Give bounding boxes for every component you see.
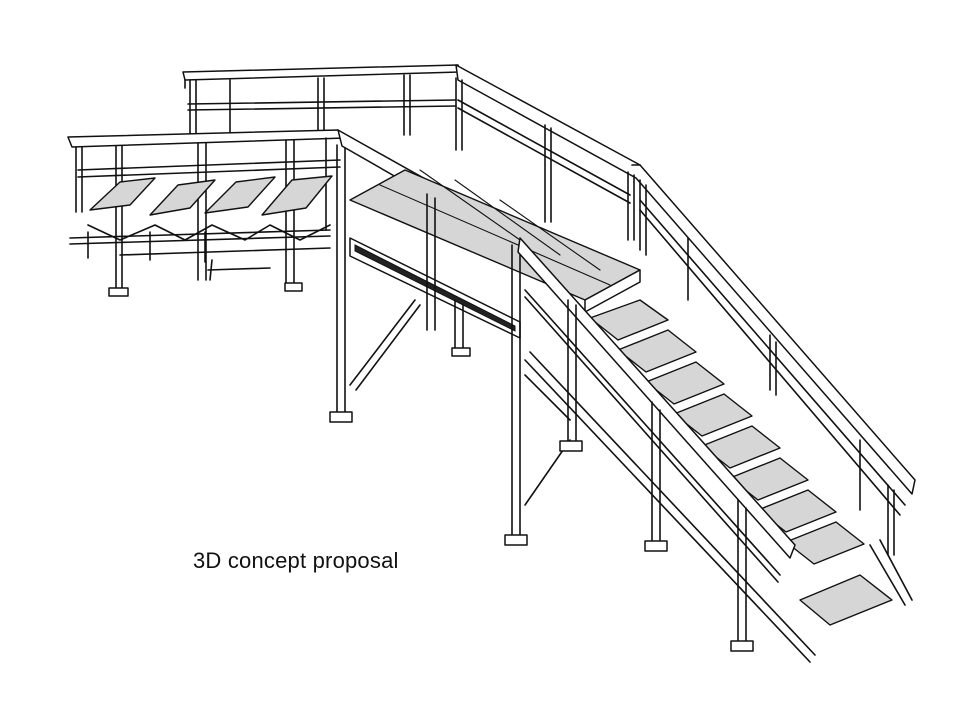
right-rear-stair-railing: [455, 64, 916, 606]
figure-caption: 3D concept proposal: [193, 548, 399, 573]
lower-front-flight: [517, 237, 893, 663]
back-landing-railing: [182, 64, 461, 141]
middle-landing-platform: [329, 129, 641, 546]
left-upper-flight: [67, 129, 346, 297]
